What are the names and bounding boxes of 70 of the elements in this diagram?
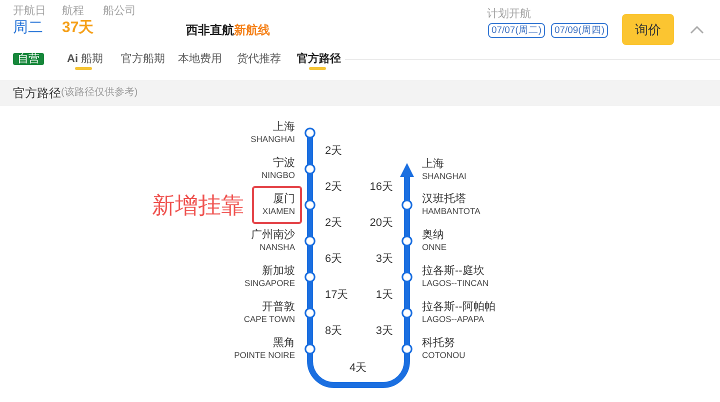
edge-label: 3天 xyxy=(376,324,393,338)
port-name: 广州南沙 xyxy=(251,228,295,240)
inquiry-button: 询价 xyxy=(622,14,674,45)
port-name: 奥纳 xyxy=(422,228,444,240)
port-name: 拉各斯--庭坎 xyxy=(422,264,484,276)
field-value: 37天 xyxy=(62,19,94,37)
port-name-english: COTONOU xyxy=(422,350,466,360)
route-line xyxy=(404,325,410,337)
route-line xyxy=(307,181,313,186)
new-route-text: 新航线 xyxy=(234,23,270,37)
port-name: 开普敦 xyxy=(262,300,295,312)
annotation-text: 新增挂靠 xyxy=(152,192,244,218)
edge-label: 8天 xyxy=(325,324,342,338)
status-badge: 自营 xyxy=(13,53,44,65)
edge-label: 16天 xyxy=(370,181,393,194)
port-name-english: LAGOS--APAPA xyxy=(422,314,484,324)
port-name-english: SINGAPORE xyxy=(244,278,295,288)
port-name-english: HAMBANTOTA xyxy=(422,206,480,216)
port-name: 汉班托塔 xyxy=(422,192,466,204)
port-name-english: POINTE NOIRE xyxy=(234,350,295,360)
tab-label: Ai 船期 xyxy=(67,52,104,66)
edge-label: 2天 xyxy=(325,216,342,230)
tab-label: 官方路径 xyxy=(297,52,341,66)
field-caption: 船公司 xyxy=(103,5,136,18)
edge-label: 1天 xyxy=(376,288,393,302)
edge-label: 2天 xyxy=(325,180,342,194)
tab-label: 本地费用 xyxy=(178,52,222,66)
field-caption: 航程 xyxy=(62,5,84,18)
date-chip: 07/07(周二) xyxy=(488,23,545,38)
port-name: 黑角 xyxy=(273,336,295,348)
section-title: 官方路径 xyxy=(13,86,61,100)
route-line xyxy=(307,224,313,229)
route-line xyxy=(404,289,410,301)
port-name-english: XIAMEN xyxy=(262,206,295,216)
field-caption: 计划开航 xyxy=(487,8,531,21)
field-value: 周二 xyxy=(13,19,43,37)
port-name-english: SHANGHAI xyxy=(422,170,466,182)
port-name: 宁波 xyxy=(273,156,295,168)
port-name: 上海 xyxy=(273,120,295,132)
port-name-english: SHANGHAI xyxy=(250,134,295,144)
section-note: (该路径仅供参考) xyxy=(61,86,138,100)
port-name-english: LAGOS--TINCAN xyxy=(422,278,489,288)
port-name-english: CAPE TOWN xyxy=(244,314,295,324)
route-type-text: 西非直航 xyxy=(186,23,234,37)
edge-label: 2天 xyxy=(325,144,342,158)
route-arrow xyxy=(400,163,414,193)
route-line xyxy=(307,145,313,157)
port-name-english: NANSHA xyxy=(260,242,295,252)
port-name: 拉各斯--阿帕帕 xyxy=(422,300,496,312)
route-line xyxy=(307,253,313,265)
edge-label: 6天 xyxy=(325,252,342,266)
port-name: 厦门 xyxy=(273,192,295,204)
edge-label: 3天 xyxy=(376,252,393,266)
route-line xyxy=(404,253,410,265)
route-line xyxy=(404,217,410,229)
port-name-english: NINGBO xyxy=(261,170,295,180)
port-name: 科托努 xyxy=(422,336,455,348)
port-name: 上海 xyxy=(422,158,444,170)
port-name: 新加坡 xyxy=(262,264,295,276)
route-line xyxy=(307,289,313,301)
tab-label: 官方船期 xyxy=(121,52,165,66)
edge-label: 20天 xyxy=(370,216,393,230)
field-caption: 开航日 xyxy=(13,5,46,18)
edge-label: 4天 xyxy=(350,362,367,374)
tab-label: 货代推荐 xyxy=(237,52,281,66)
route-line xyxy=(307,325,313,337)
edge-label: 17天 xyxy=(325,288,348,302)
port-name-english: ONNE xyxy=(422,242,447,252)
date-chip: 07/09(周四) xyxy=(551,23,608,38)
route-line xyxy=(307,358,410,388)
